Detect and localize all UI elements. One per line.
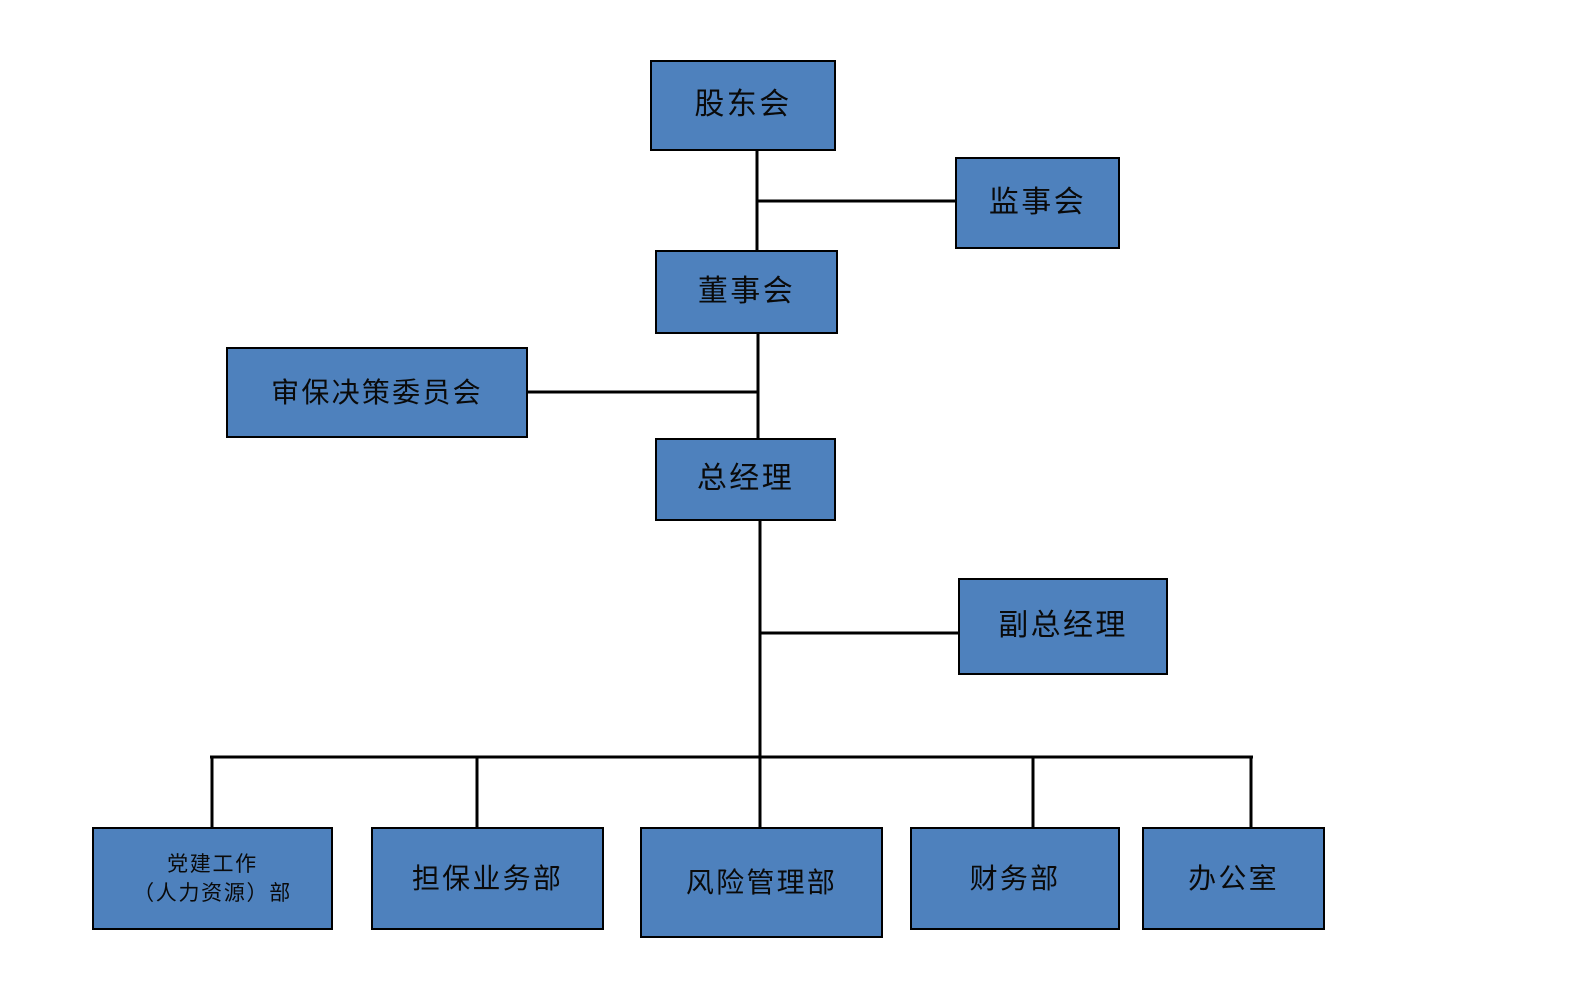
org-node-office-department[interactable]: 办公室 (1142, 827, 1325, 930)
org-node-label-guarantee-business-department: 担保业务部 (411, 861, 564, 895)
org-node-risk-management-department[interactable]: 风险管理部 (640, 827, 883, 938)
org-node-guarantee-business-department[interactable]: 担保业务部 (371, 827, 604, 930)
org-node-deputy-general-manager[interactable]: 副总经理 (958, 578, 1168, 675)
org-node-label-party-building-hr-department: 党建工作 （人力资源）部 (133, 852, 292, 905)
org-node-label-deputy-general-manager: 副总经理 (998, 608, 1128, 644)
org-node-label-risk-management-department: 风险管理部 (685, 865, 838, 899)
org-node-label-finance-department: 财务部 (969, 861, 1061, 895)
org-node-board-of-supervisors[interactable]: 监事会 (955, 157, 1120, 249)
org-node-finance-department[interactable]: 财务部 (910, 827, 1120, 930)
org-node-board-of-directors[interactable]: 董事会 (655, 250, 838, 334)
org-node-label-board-of-supervisors: 监事会 (988, 184, 1087, 220)
org-node-shareholders-meeting[interactable]: 股东会 (650, 60, 836, 151)
org-node-label-board-of-directors: 董事会 (697, 273, 796, 309)
org-node-label-review-guarantee-decision-committee: 审保决策委员会 (271, 375, 483, 409)
org-node-label-general-manager: 总经理 (696, 461, 795, 497)
org-node-party-building-hr-department[interactable]: 党建工作 （人力资源）部 (92, 827, 333, 930)
org-node-general-manager[interactable]: 总经理 (655, 438, 836, 521)
org-node-label-office-department: 办公室 (1188, 861, 1279, 895)
org-node-review-guarantee-decision-committee[interactable]: 审保决策委员会 (226, 347, 528, 438)
org-node-label-shareholders-meeting: 股东会 (694, 87, 792, 123)
